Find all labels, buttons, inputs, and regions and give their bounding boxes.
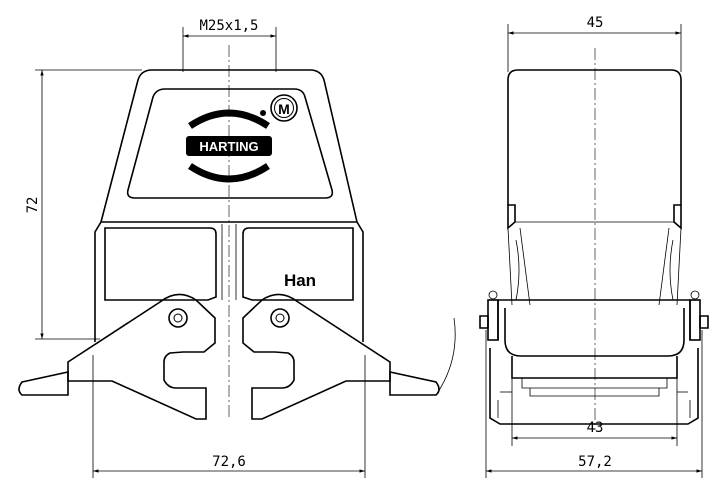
thread-dimension: M25x1,5 [182, 18, 277, 72]
width-dimension: 72,6 [92, 355, 366, 478]
series-text: Han [284, 271, 316, 290]
overall-width-label: 57,2 [578, 454, 612, 470]
side-view: 45 [479, 15, 709, 478]
thread-label: M25x1,5 [199, 18, 258, 34]
side-body [479, 290, 709, 357]
m-badge: M [260, 94, 298, 122]
left-locking-lever [18, 293, 216, 420]
svg-text:M: M [278, 101, 290, 117]
inner-width-dimension: 43 [511, 378, 678, 446]
housing-body: Han [94, 221, 364, 342]
side-hood [507, 69, 682, 306]
top-width-label: 45 [587, 15, 604, 31]
width-label: 72,6 [212, 454, 246, 470]
front-view: M25x1,5 72 72,6 HARTING [18, 18, 456, 478]
harting-logo: HARTING [186, 109, 272, 183]
height-label: 72 [25, 197, 41, 214]
label-plate [126, 88, 334, 199]
height-dimension: 72 [25, 69, 142, 340]
side-base [489, 348, 699, 425]
overall-width-dimension: 57,2 [485, 330, 703, 478]
right-locking-lever [242, 293, 456, 420]
top-width-dimension: 45 [507, 15, 682, 72]
inner-width-label: 43 [587, 420, 604, 436]
brand-text: HARTING [199, 139, 258, 154]
hood-top [100, 69, 358, 223]
